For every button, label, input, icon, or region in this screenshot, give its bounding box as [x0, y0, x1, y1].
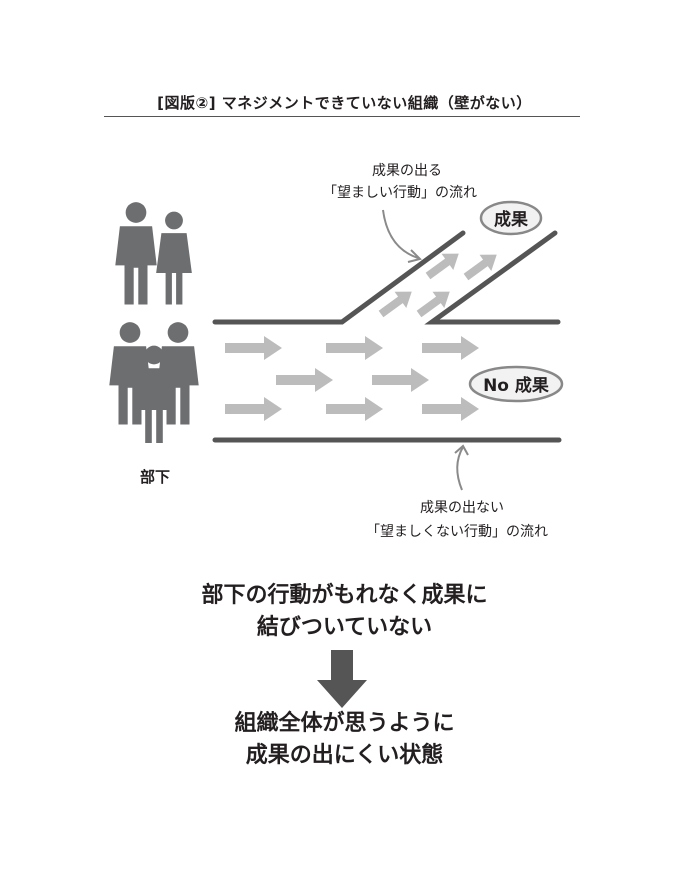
success-ellipse	[479, 200, 543, 236]
result-text: 組織全体が思うように 成果の出にくい状態	[0, 708, 689, 772]
figure-title: [図版②] マネジメントできていない組織（壁がない）	[157, 94, 532, 112]
result-line1: 組織全体が思うように	[234, 711, 455, 736]
callout-bottom-pointer	[456, 446, 464, 491]
no-success-label: No 成果	[483, 375, 549, 396]
person-man-icon	[115, 202, 157, 305]
callout-bottom-pointer-head	[454, 444, 469, 456]
callout-top-line1: 成果の出る	[372, 163, 442, 179]
flow-arrow	[422, 397, 479, 421]
upper-wall-left	[212, 230, 466, 325]
diagonal-arrow	[463, 254, 497, 281]
flow-arrow	[372, 368, 429, 392]
flow-arrow	[326, 336, 383, 360]
flow-arrow	[326, 397, 383, 421]
undesired-flow-arrows	[225, 336, 479, 421]
person-woman-icon	[156, 211, 192, 305]
callout-undesired-flow: 成果の出ない 「望ましくない行動」の流れ	[366, 444, 548, 540]
people-label: 部下	[140, 468, 170, 486]
flow-arrow	[422, 336, 479, 360]
upper-wall-right	[424, 230, 561, 325]
callout-bottom-line1: 成果の出ない	[420, 500, 504, 516]
desired-flow-arrows	[378, 253, 497, 318]
goal-success: 成果	[479, 200, 543, 236]
conclusion-line1: 部下の行動がもれなく成果に	[201, 583, 488, 608]
diagonal-arrow	[416, 291, 450, 318]
title-divider	[104, 116, 580, 117]
callout-top-line2: 「望ましい行動」の流れ	[323, 185, 477, 201]
callout-top-pointer-head	[407, 249, 422, 263]
result-line2: 成果の出にくい状態	[245, 743, 444, 768]
flow-arrow	[276, 368, 333, 392]
flow-arrow	[225, 336, 282, 360]
down-arrow-icon	[317, 650, 367, 708]
success-label: 成果	[494, 209, 528, 230]
goal-no-success: No 成果	[468, 365, 564, 403]
conclusion-text: 部下の行動がもれなく成果に 結びついていない	[0, 580, 689, 644]
diagonal-arrow	[378, 291, 412, 318]
pipe-walls	[212, 230, 562, 443]
callout-top-pointer	[382, 209, 419, 259]
no-success-ellipse	[468, 365, 564, 403]
flow-arrow	[225, 397, 282, 421]
subordinates-group	[109, 202, 199, 443]
conclusion-line2: 結びついていない	[256, 615, 433, 640]
callout-desired-flow: 成果の出る 「望ましい行動」の流れ	[323, 163, 477, 263]
callout-bottom-line2: 「望ましくない行動」の流れ	[366, 524, 548, 540]
diagonal-arrow	[425, 253, 459, 280]
